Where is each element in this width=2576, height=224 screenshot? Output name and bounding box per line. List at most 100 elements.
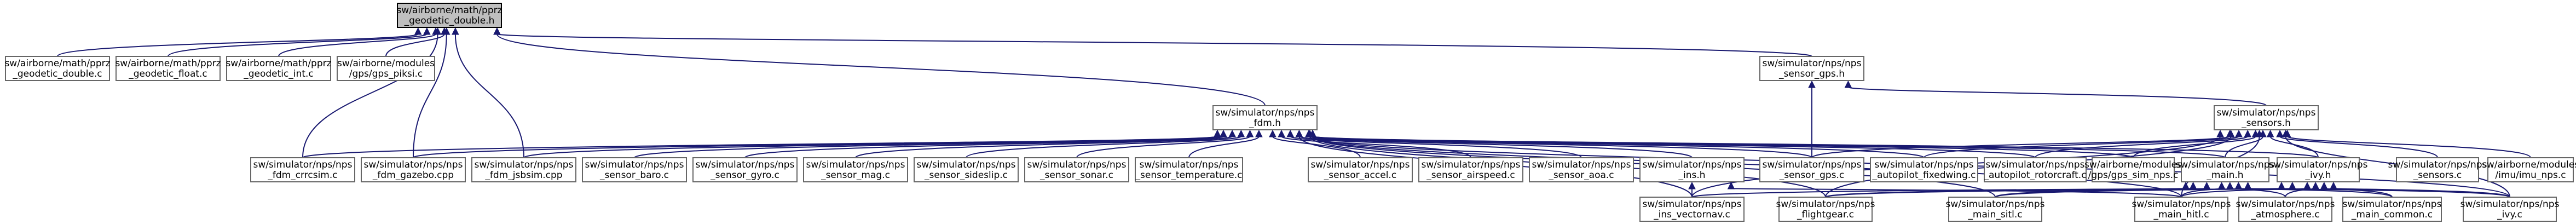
node-label-line: sw/simulator/nps/nps [2388,159,2487,170]
arrowhead-nps_sensors_h-to-nps_flightgear_c [2227,129,2235,137]
file-node-nps-sensor-sideslip-c[interactable]: sw/simulator/nps/nps_sensor_sideslip.c [914,157,1019,182]
file-node-nps-autopilot-fixedwing-c[interactable]: sw/simulator/nps/nps_autopilot_fixedwing… [1870,157,1978,182]
arrowhead-nps_ivy_h-to-nps_flightgear_c [2278,181,2285,189]
file-node-nps-flightgear-c[interactable]: sw/simulator/nps/nps_flightgear.c [1776,197,1875,222]
node-label-line: _sensor_accel.c [1324,170,1396,181]
node-label-line: /gps/gps_piksi.c [349,68,423,79]
file-node-nps-sensor-temperature-c[interactable]: sw/simulator/nps/nps_sensor_temperature.… [1135,157,1243,182]
node-label-line: _ivy.c [2497,209,2522,220]
file-node-nps-main-hitl-c[interactable]: sw/simulator/nps/nps_main_hitl.c [2132,197,2231,222]
node-label-line: sw/simulator/nps/nps [1986,159,2085,170]
node-label-line: _main_hitl.c [2153,209,2209,220]
edge-nps_ivy_h-to-nps_main_hitl_c [2181,188,2308,198]
file-node-gps-sim-nps-c[interactable]: sw/airborne/modules/gps/gps_sim_nps.c [2084,157,2182,182]
arrowhead-nps_sensors_h-to-nps_autopilot_rotorcraft_c [2244,129,2252,137]
edge-nps_sensors_h-to-nps_sensors_c [2279,136,2438,158]
node-box [471,157,576,182]
file-node-nps-autopilot-rotorcraft-c[interactable]: sw/simulator/nps/nps_autopilot_rotorcraf… [1983,157,2087,182]
node-box [1759,56,1864,81]
file-node-nps-ins-h[interactable]: sw/simulator/nps/nps_ins.h [1639,157,1745,182]
file-node-nps-sensor-sonar-c[interactable]: sw/simulator/nps/nps_sensor_sonar.c [1024,157,1129,182]
file-node-nps-ivy-h[interactable]: sw/simulator/nps/nps_ivy.h [2269,157,2368,182]
file-node-geodetic-float-c[interactable]: sw/airborne/math/pprz_geodetic_float.c [115,56,221,81]
node-label-line: /gps/gps_sim_nps.c [2088,170,2179,181]
file-node-nps-fdm-jsbsim-cpp[interactable]: sw/simulator/nps/nps_fdm_jsbsim.cpp [471,157,576,182]
node-label-line: _sensor_sonar.c [1039,170,1113,181]
file-node-nps-sensors-h[interactable]: sw/simulator/nps/nps_sensors.h [2214,105,2319,130]
arrowhead-nps_fdm_h-to-nps_sensor_temperature_c [1255,129,1263,137]
node-box [5,56,110,81]
arrowhead-nps_sensors_h-to-nps_main_hitl_c [2255,129,2263,137]
edge-nps_sensors_h-to-imu_nps_c [2286,136,2531,158]
file-node-nps-fdm-gazebo-cpp[interactable]: sw/simulator/nps/nps_fdm_gazebo.cpp [361,157,466,182]
edge-nps_fdm_h-to-nps_sensor_temperature_c [1188,136,1260,158]
edge-geodetic_double_h-to-geodetic_double_c [57,33,419,57]
node-box [1948,197,2042,222]
arrowhead-nps_sensor_gps_h-to-nps_sensors_h [1844,80,1852,88]
node-label-line: sw/simulator/nps/nps [2217,107,2316,118]
arrowhead-nps_main_h-to-nps_flightgear_c [2189,181,2197,189]
arrowhead-nps_fdm_h-to-nps_sensor_mag_c [1228,129,1236,137]
node-label-line: sw/airborne/math/pprz [115,58,221,69]
file-node-nps-main-h[interactable]: sw/simulator/nps/nps_main.h [2176,157,2275,182]
arrowhead-nps_ivy_h-to-nps_ivy_c [2330,181,2337,189]
node-box [2463,197,2557,222]
arrowhead-nps_ivy_h-to-nps_main_common_c [2320,181,2328,189]
file-node-nps-sensors-c[interactable]: sw/simulator/nps/nps_sensors.c [2388,157,2487,182]
node-label-line: sw/simulator/nps/nps [1027,159,1127,170]
file-node-nps-fdm-crrcsim-c[interactable]: sw/simulator/nps/nps_fdm_crrcsim.c [250,157,355,182]
node-label-line: _autopilot_fixedwing.c [1872,170,1976,181]
node-label-line: sw/simulator/nps/nps [1763,58,1862,69]
edge-nps_fdm_h-to-nps_ins_h [1298,136,1693,158]
file-node-nps-sensor-aoa-c[interactable]: sw/simulator/nps/nps_sensor_aoa.c [1529,157,1634,182]
edge-geodetic_double_h-to-nps_fdm_h [496,33,1266,106]
file-node-geodetic-double-c[interactable]: sw/airborne/math/pprz_geodetic_double.c [4,56,111,81]
node-box [2277,157,2360,182]
edge-nps_sensors_h-to-nps_main_h [2225,136,2263,158]
edge-nps_fdm_h-to-nps_sensor_gyro_c [744,136,1224,158]
node-label-line: sw/simulator/nps/nps [1763,159,1862,170]
node-box [1212,105,1318,130]
file-node-nps-sensor-accel-c[interactable]: sw/simulator/nps/nps_sensor_accel.c [1308,157,1413,182]
node-label-line: _sensor_sideslip.c [924,170,1008,181]
node-label-line: _sensor_gyro.c [710,170,779,181]
file-node-nps-sensor-gps-c[interactable]: sw/simulator/nps/nps_sensor_gps.c [1759,157,1864,182]
file-node-nps-sensor-baro-c[interactable]: sw/simulator/nps/nps_sensor_baro.c [582,157,687,182]
node-label-line: sw/simulator/nps/nps [2269,159,2368,170]
node-box [2396,157,2479,182]
file-node-nps-sensor-gyro-c[interactable]: sw/simulator/nps/nps_sensor_gyro.c [692,157,798,182]
node-box [226,56,331,81]
arrowhead-nps_sensors_h-to-nps_ivy_c [2282,129,2290,137]
file-node-gps-piksi-c[interactable]: sw/airborne/modules/gps/gps_piksi.c [337,56,435,81]
node-box [1418,157,1523,182]
node-label-line: _sensors.h [2241,118,2291,129]
file-node-nps-sensor-airspeed-c[interactable]: sw/simulator/nps/nps_sensor_airspeed.c [1418,157,1523,182]
file-node-nps-fdm-h[interactable]: sw/simulator/nps/nps_fdm.h [1212,105,1318,130]
node-box [2238,197,2332,222]
file-node-nps-sensor-gps-h[interactable]: sw/simulator/nps/nps_sensor_gps.h [1759,56,1864,81]
node-box [1639,157,1745,182]
edge-nps_sensor_gps_h-to-nps_sensors_h [1847,87,2267,106]
file-node-imu-nps-c[interactable]: sw/airborne/modules/imu/imu_nps.c [2482,157,2576,182]
edge-geodetic_double_h-to-nps_sensor_gps_h [496,33,1812,57]
node-label-line: /imu/imu_nps.c [2495,170,2566,181]
file-node-nps-ins-vectornav-c[interactable]: sw/simulator/nps/nps_ins_vectornav.c [1639,197,1745,222]
arrowhead-nps_fdm_h-to-nps_ivy_c [1309,129,1316,137]
arrowhead-nps_fdm_h-to-nps_sensor_aoa_c [1286,129,1295,137]
node-label-line: sw/simulator/nps/nps [2343,199,2442,210]
file-node-nps-atmosphere-c[interactable]: sw/simulator/nps/nps_atmosphere.c [2236,197,2335,222]
arrowhead-geodetic_double_h-to-geodetic_float_c [423,27,431,35]
file-node-nps-main-sitl-c[interactable]: sw/simulator/nps/nps_main_sitl.c [1946,197,2045,222]
file-node-nps-main-common-c[interactable]: sw/simulator/nps/nps_main_common.c [2342,197,2442,222]
arrowhead-nps_fdm_h-to-nps_ins_vectornav_c [1295,129,1303,137]
node-box [1135,157,1243,182]
arrowhead-nps_sensors_h-to-nps_sensors_c [2276,129,2284,137]
arrowhead-geodetic_double_h-to-nps_fdm_h [493,27,501,35]
arrowhead-geodetic_double_h-to-nps_fdm_gazebo_cpp [442,27,450,35]
node-box [1870,157,1978,182]
file-node-nps-sensor-mag-c[interactable]: sw/simulator/nps/nps_sensor_mag.c [803,157,908,182]
file-node-geodetic-int-c[interactable]: sw/airborne/math/pprz_geodetic_int.c [226,56,332,81]
node-label-line: _geodetic_float.c [128,68,207,79]
edge-nps_fdm_h-to-nps_sensor_aoa_c [1290,136,1582,158]
file-node-nps-ivy-c[interactable]: sw/simulator/nps/nps_ivy.c [2461,197,2560,222]
